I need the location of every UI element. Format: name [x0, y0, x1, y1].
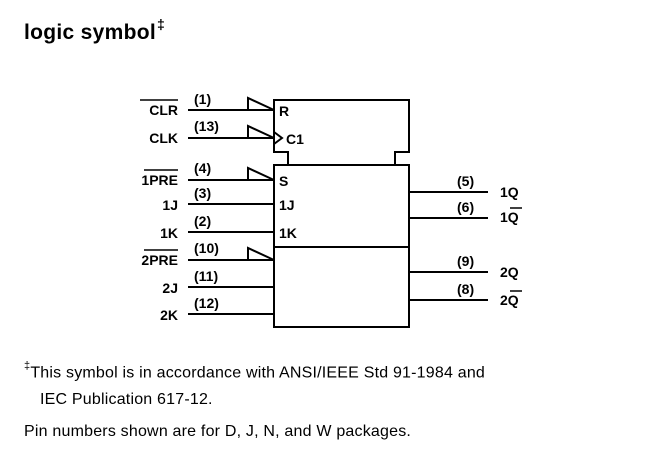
- 1k-signal-name: 1K: [160, 225, 178, 241]
- 2q-bar-pin-number: (8): [457, 281, 474, 297]
- 2q-bar-name: Q: [508, 292, 519, 308]
- 1q-bar-pin-number: (6): [457, 199, 474, 215]
- 1k-qualifier-label: 1K: [279, 225, 297, 241]
- 1q-signal-name: 1Q: [500, 184, 519, 200]
- 1pre-signal-name: 1PRE: [141, 172, 178, 188]
- 2pre-name: PRE: [149, 252, 178, 268]
- 1pre-name: PRE: [149, 172, 178, 188]
- 1j-signal-name: 1J: [162, 197, 178, 213]
- page-title-text: logic symbol: [24, 21, 156, 44]
- clk-signal-name: CLK: [149, 130, 178, 146]
- 2k-signal-name: 2K: [160, 307, 178, 323]
- footnote-standard-cont: IEC Publication 617-12.: [40, 390, 213, 410]
- clr-negation-indicator: [247, 96, 275, 111]
- r-qualifier-label: R: [279, 103, 289, 119]
- 1q-bar-prefix: 1: [500, 209, 508, 225]
- clr-signal-name: CLR: [149, 102, 178, 118]
- 2q-name: Q: [508, 264, 519, 280]
- 2q-prefix: 2: [500, 264, 508, 280]
- 1j-pin-number: (3): [194, 185, 211, 201]
- 1q-pin-number: (5): [457, 173, 474, 189]
- footnote-standard: ‡This symbol is in accordance with ANSI/…: [24, 358, 485, 383]
- 1q-bar-negation-indicator: [408, 206, 435, 219]
- clk-dynamic-indicator: [273, 131, 284, 145]
- clk-negation-indicator: [247, 124, 275, 139]
- clk-pin-number: (13): [194, 118, 219, 134]
- 2j-pin-number: (11): [194, 268, 218, 284]
- 2q-bar-prefix: 2: [500, 292, 508, 308]
- footnote-packages: Pin numbers shown are for D, J, N, and W…: [24, 422, 411, 442]
- page-title: logic symbol‡: [24, 16, 166, 45]
- footnote-mark: ‡: [156, 16, 166, 32]
- 2q-bar-negation-indicator: [408, 288, 435, 301]
- 1pre-negation-indicator: [247, 166, 275, 181]
- footnote-mark-inline: ‡: [24, 360, 31, 372]
- s-qualifier-label: S: [279, 173, 288, 189]
- clr-pin-number: (1): [194, 91, 211, 107]
- 2pre-prefix: 2: [141, 252, 149, 268]
- 2j-signal-name: 2J: [162, 280, 178, 296]
- 1pre-pin-number: (4): [194, 160, 211, 176]
- footnote-line-1: This symbol is in accordance with ANSI/I…: [30, 364, 486, 382]
- c1-qualifier-label: C1: [286, 131, 304, 147]
- 1q-name: Q: [508, 184, 519, 200]
- 1q-bar-name: Q: [508, 209, 519, 225]
- footnote-line-2: IEC Publication 617-12.: [40, 391, 213, 408]
- footnote-line-3: Pin numbers shown are for D, J, N, and W…: [24, 423, 412, 440]
- 2pre-negation-indicator: [247, 246, 275, 261]
- 2k-pin-number: (12): [194, 295, 219, 311]
- 1q-bar-signal-name: 1Q: [500, 209, 519, 225]
- 2q-pin-number: (9): [457, 253, 474, 269]
- 1q-prefix: 1: [500, 184, 508, 200]
- 2q-bar-signal-name: 2Q: [500, 292, 519, 308]
- 1j-qualifier-label: 1J: [279, 197, 295, 213]
- 1k-pin-number: (2): [194, 213, 211, 229]
- 1pre-prefix: 1: [141, 172, 149, 188]
- 2q-signal-name: 2Q: [500, 264, 519, 280]
- flipflop-2-block: [273, 246, 410, 328]
- 2pre-pin-number: (10): [194, 240, 219, 256]
- 2pre-signal-name: 2PRE: [141, 252, 178, 268]
